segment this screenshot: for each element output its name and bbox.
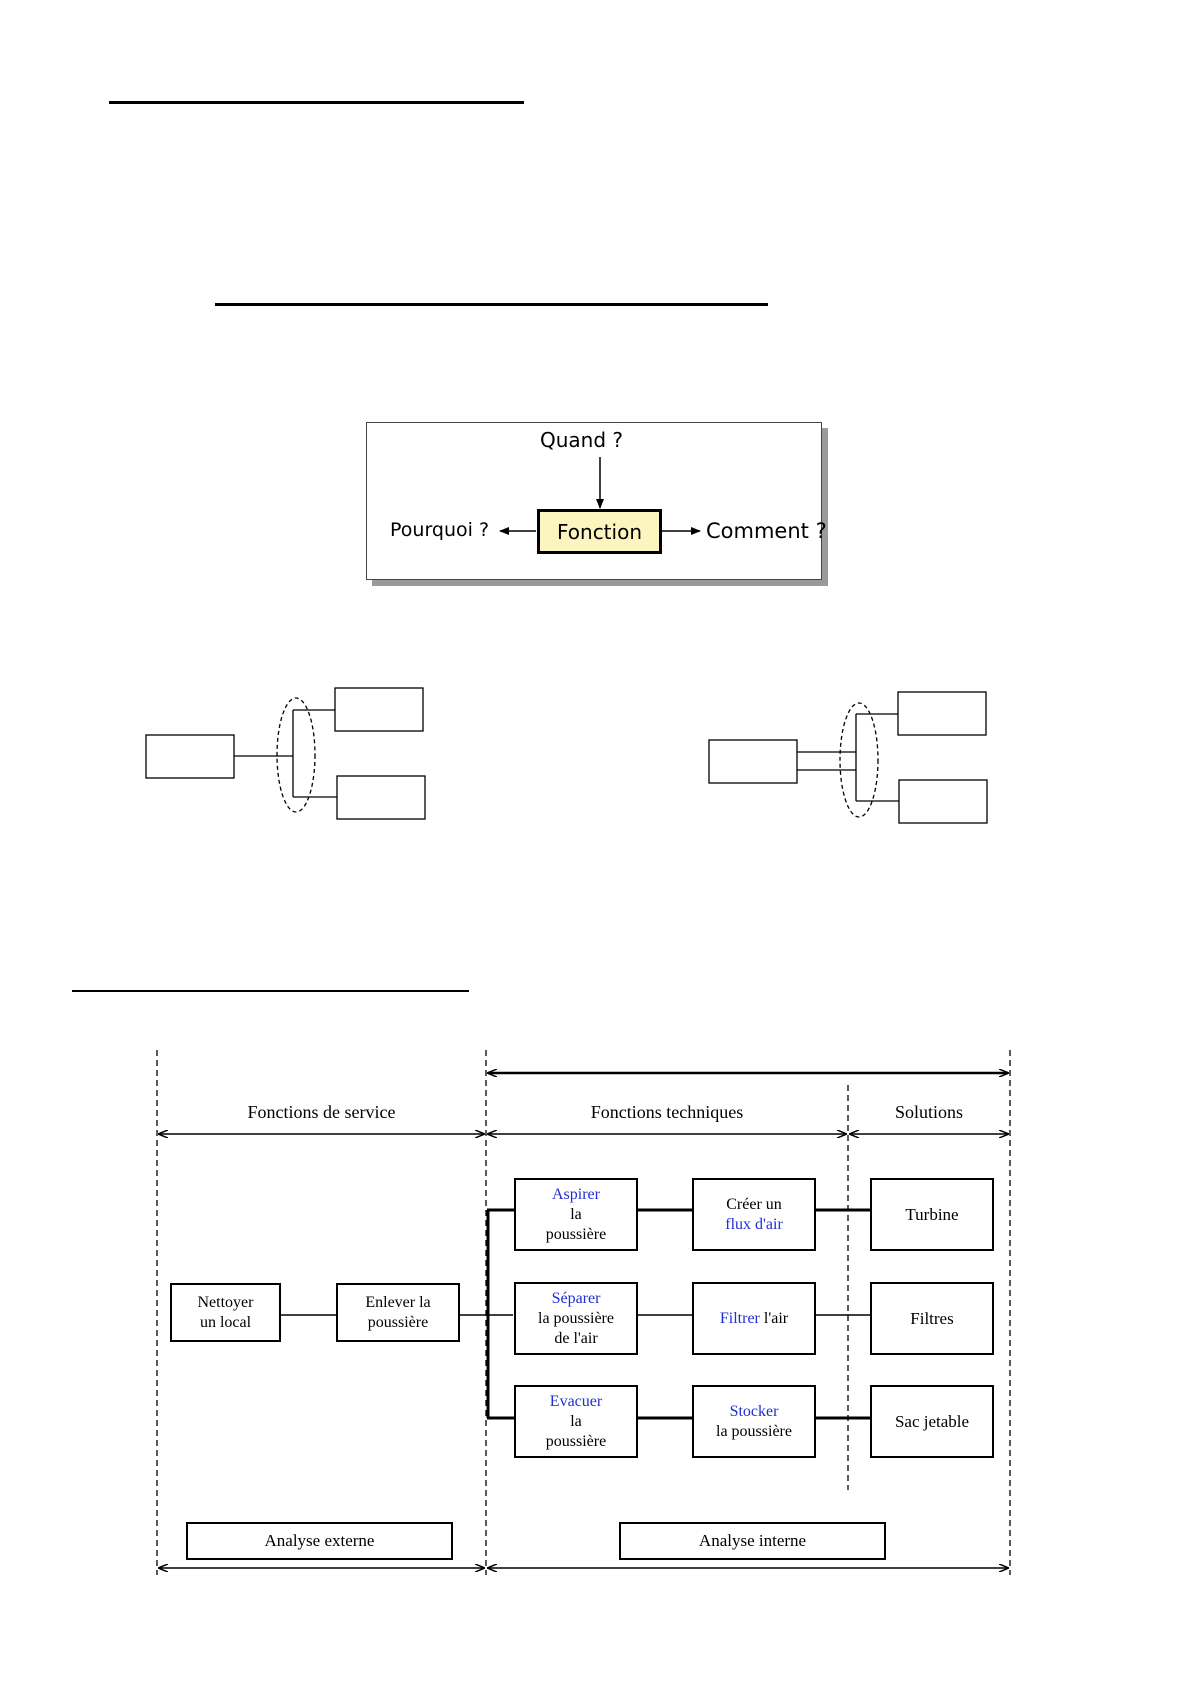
solution-sac-label: Sac jetable [894, 1411, 970, 1431]
qqc-function-box: Fonction [537, 509, 662, 554]
solution-filtres-label: Filtres [910, 1308, 954, 1328]
separer-line-3: de l'air [554, 1329, 598, 1347]
aspirer-line-3: poussière [545, 1225, 607, 1243]
technical-function-stocker-box: Stocker la poussière [692, 1385, 816, 1458]
technical-function-creer-box: Créer un flux d'air [692, 1178, 816, 1251]
separer-verb: Séparer [551, 1289, 601, 1307]
evacuer-verb: Evacuer [549, 1392, 603, 1410]
technical-function-aspirer-box: Aspirer la poussière [514, 1178, 638, 1251]
heading-rule-1 [109, 101, 524, 104]
evacuer-line-3: poussière [545, 1432, 607, 1450]
branch-left-link [234, 709, 337, 798]
service-function-main-box: Nettoyer un local [170, 1283, 281, 1342]
creer-line-1: Créer un [726, 1195, 782, 1213]
branch-diagram-left [145, 687, 426, 820]
aspirer-line-2: la [570, 1205, 582, 1223]
branch-right-link [797, 713, 899, 802]
evacuer-line-2: la [570, 1412, 582, 1430]
heading-rule-2 [215, 303, 768, 306]
stocker-line-2: la poussière [716, 1422, 792, 1440]
service-secondary-line-2: poussière [367, 1313, 429, 1331]
analyse-interne-box: Analyse interne [619, 1522, 886, 1560]
solution-turbine-box: Turbine [870, 1178, 994, 1251]
filtrer-rest: l'air [759, 1309, 789, 1327]
creer-verb: flux d'air [725, 1215, 783, 1233]
separer-line-2: la poussière [538, 1309, 614, 1327]
qqc-left-label: Pourquoi ? [390, 519, 490, 541]
technical-function-separer-box: Séparer la poussière de l'air [514, 1282, 638, 1355]
branch-left-or-ellipse [276, 697, 316, 813]
service-function-secondary-box: Enlever la poussière [336, 1283, 460, 1342]
filtrer-verb: Filtrer [719, 1309, 760, 1327]
analyse-externe-box: Analyse externe [186, 1522, 453, 1560]
aspirer-verb: Aspirer [552, 1185, 600, 1203]
fast-header-service: Fonctions de service [247, 1102, 396, 1122]
service-main-line-2: un local [199, 1313, 252, 1331]
stocker-verb: Stocker [729, 1402, 779, 1420]
service-secondary-line-1: Enlever la [365, 1293, 431, 1311]
heading-rule-3 [72, 990, 469, 992]
branch-diagram-right [708, 691, 988, 824]
analyse-externe-label: Analyse externe [264, 1531, 375, 1550]
solution-sac-box: Sac jetable [870, 1385, 994, 1458]
technical-function-filtrer-box: Filtrer l'air [692, 1282, 816, 1355]
qqc-top-label: Quand ? [540, 428, 624, 452]
branch-right-and-ellipse [839, 702, 879, 818]
qqc-function-label: Fonction [556, 519, 642, 544]
fast-header-technical: Fonctions techniques [590, 1102, 744, 1122]
qqc-right-label: Comment ? [706, 519, 827, 543]
fast-header-solutions: Solutions [894, 1102, 964, 1122]
branch-right-source-box [708, 739, 798, 784]
solution-filtres-box: Filtres [870, 1282, 994, 1355]
solution-turbine-label: Turbine [905, 1204, 959, 1224]
analyse-interne-label: Analyse interne [698, 1531, 807, 1550]
technical-function-evacuer-box: Evacuer la poussière [514, 1385, 638, 1458]
service-main-line-1: Nettoyer [197, 1293, 254, 1311]
